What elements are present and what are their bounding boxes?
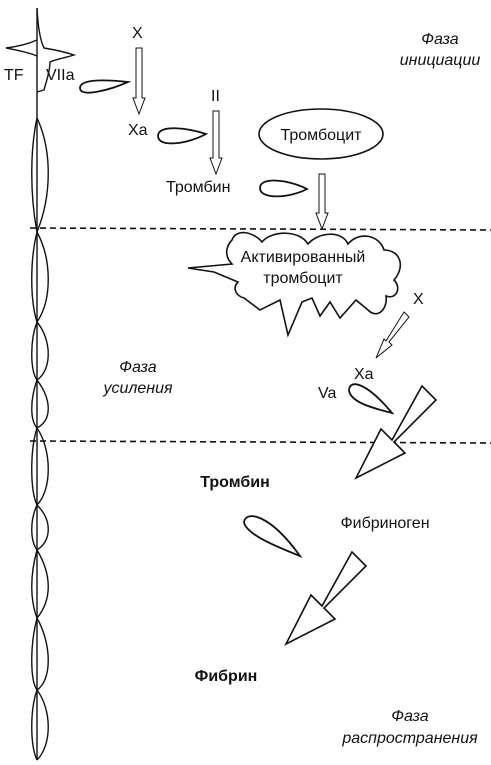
phase-propagation-label-1: Фаза <box>391 708 429 725</box>
membrane-cells-inner <box>31 117 38 761</box>
thrombin-enzyme-drop <box>259 179 309 198</box>
arrow-x-to-xa <box>132 47 146 116</box>
thrombin-2-label: Тромбин <box>200 474 270 491</box>
arrow-ii-to-thrombin <box>209 110 223 176</box>
xa-top-label: Xa <box>128 122 148 139</box>
thrombin-enzyme-drop-2 <box>243 515 303 558</box>
phase-amplification-label-1: Фаза <box>119 359 157 376</box>
phase-initiation-label-1: Фаза <box>421 31 459 48</box>
platelet-label: Тромбоцит <box>281 127 363 144</box>
big-arrow-to-fibrin <box>284 550 368 646</box>
xa-right-label: Xa <box>354 366 374 383</box>
arrow-platelet-activation <box>315 173 329 231</box>
activated-platelet-shape <box>187 231 402 338</box>
thrombin-1-label: Тромбин <box>166 179 230 196</box>
ii-label: II <box>211 88 220 105</box>
fibrinogen-label: Фибриноген <box>340 515 429 532</box>
phase-divider-1 <box>29 227 491 231</box>
va-enzyme-drop <box>348 383 395 415</box>
platelet-ellipse <box>258 108 384 160</box>
activated-platelet-label-1: Активированный <box>241 249 366 266</box>
x-top-label: X <box>132 25 143 42</box>
viia-label: VIIa <box>46 67 75 84</box>
phase-initiation-label-2: инициации <box>400 52 481 69</box>
big-arrow-to-propagation <box>354 384 438 480</box>
arrow-x-to-xa-diagonal <box>375 311 410 359</box>
membrane-cells <box>35 117 49 761</box>
va-label: Va <box>318 385 336 402</box>
cell-membrane <box>5 7 77 761</box>
tissue-factor-left <box>5 39 38 57</box>
fibrin-label: Фибрин <box>195 668 258 685</box>
xa-enzyme-drop <box>157 127 209 145</box>
tissue-factor-shape <box>36 7 77 93</box>
phase-amplification-label-2: усиления <box>102 380 173 397</box>
activated-platelet-label-2: тромбоцит <box>263 270 343 287</box>
tf-label: TF <box>4 67 24 84</box>
x-right-label: X <box>413 291 424 308</box>
phase-divider-2 <box>29 440 491 444</box>
phase-propagation-label-2: распространения <box>341 730 478 747</box>
viia-enzyme-drop <box>79 79 132 94</box>
